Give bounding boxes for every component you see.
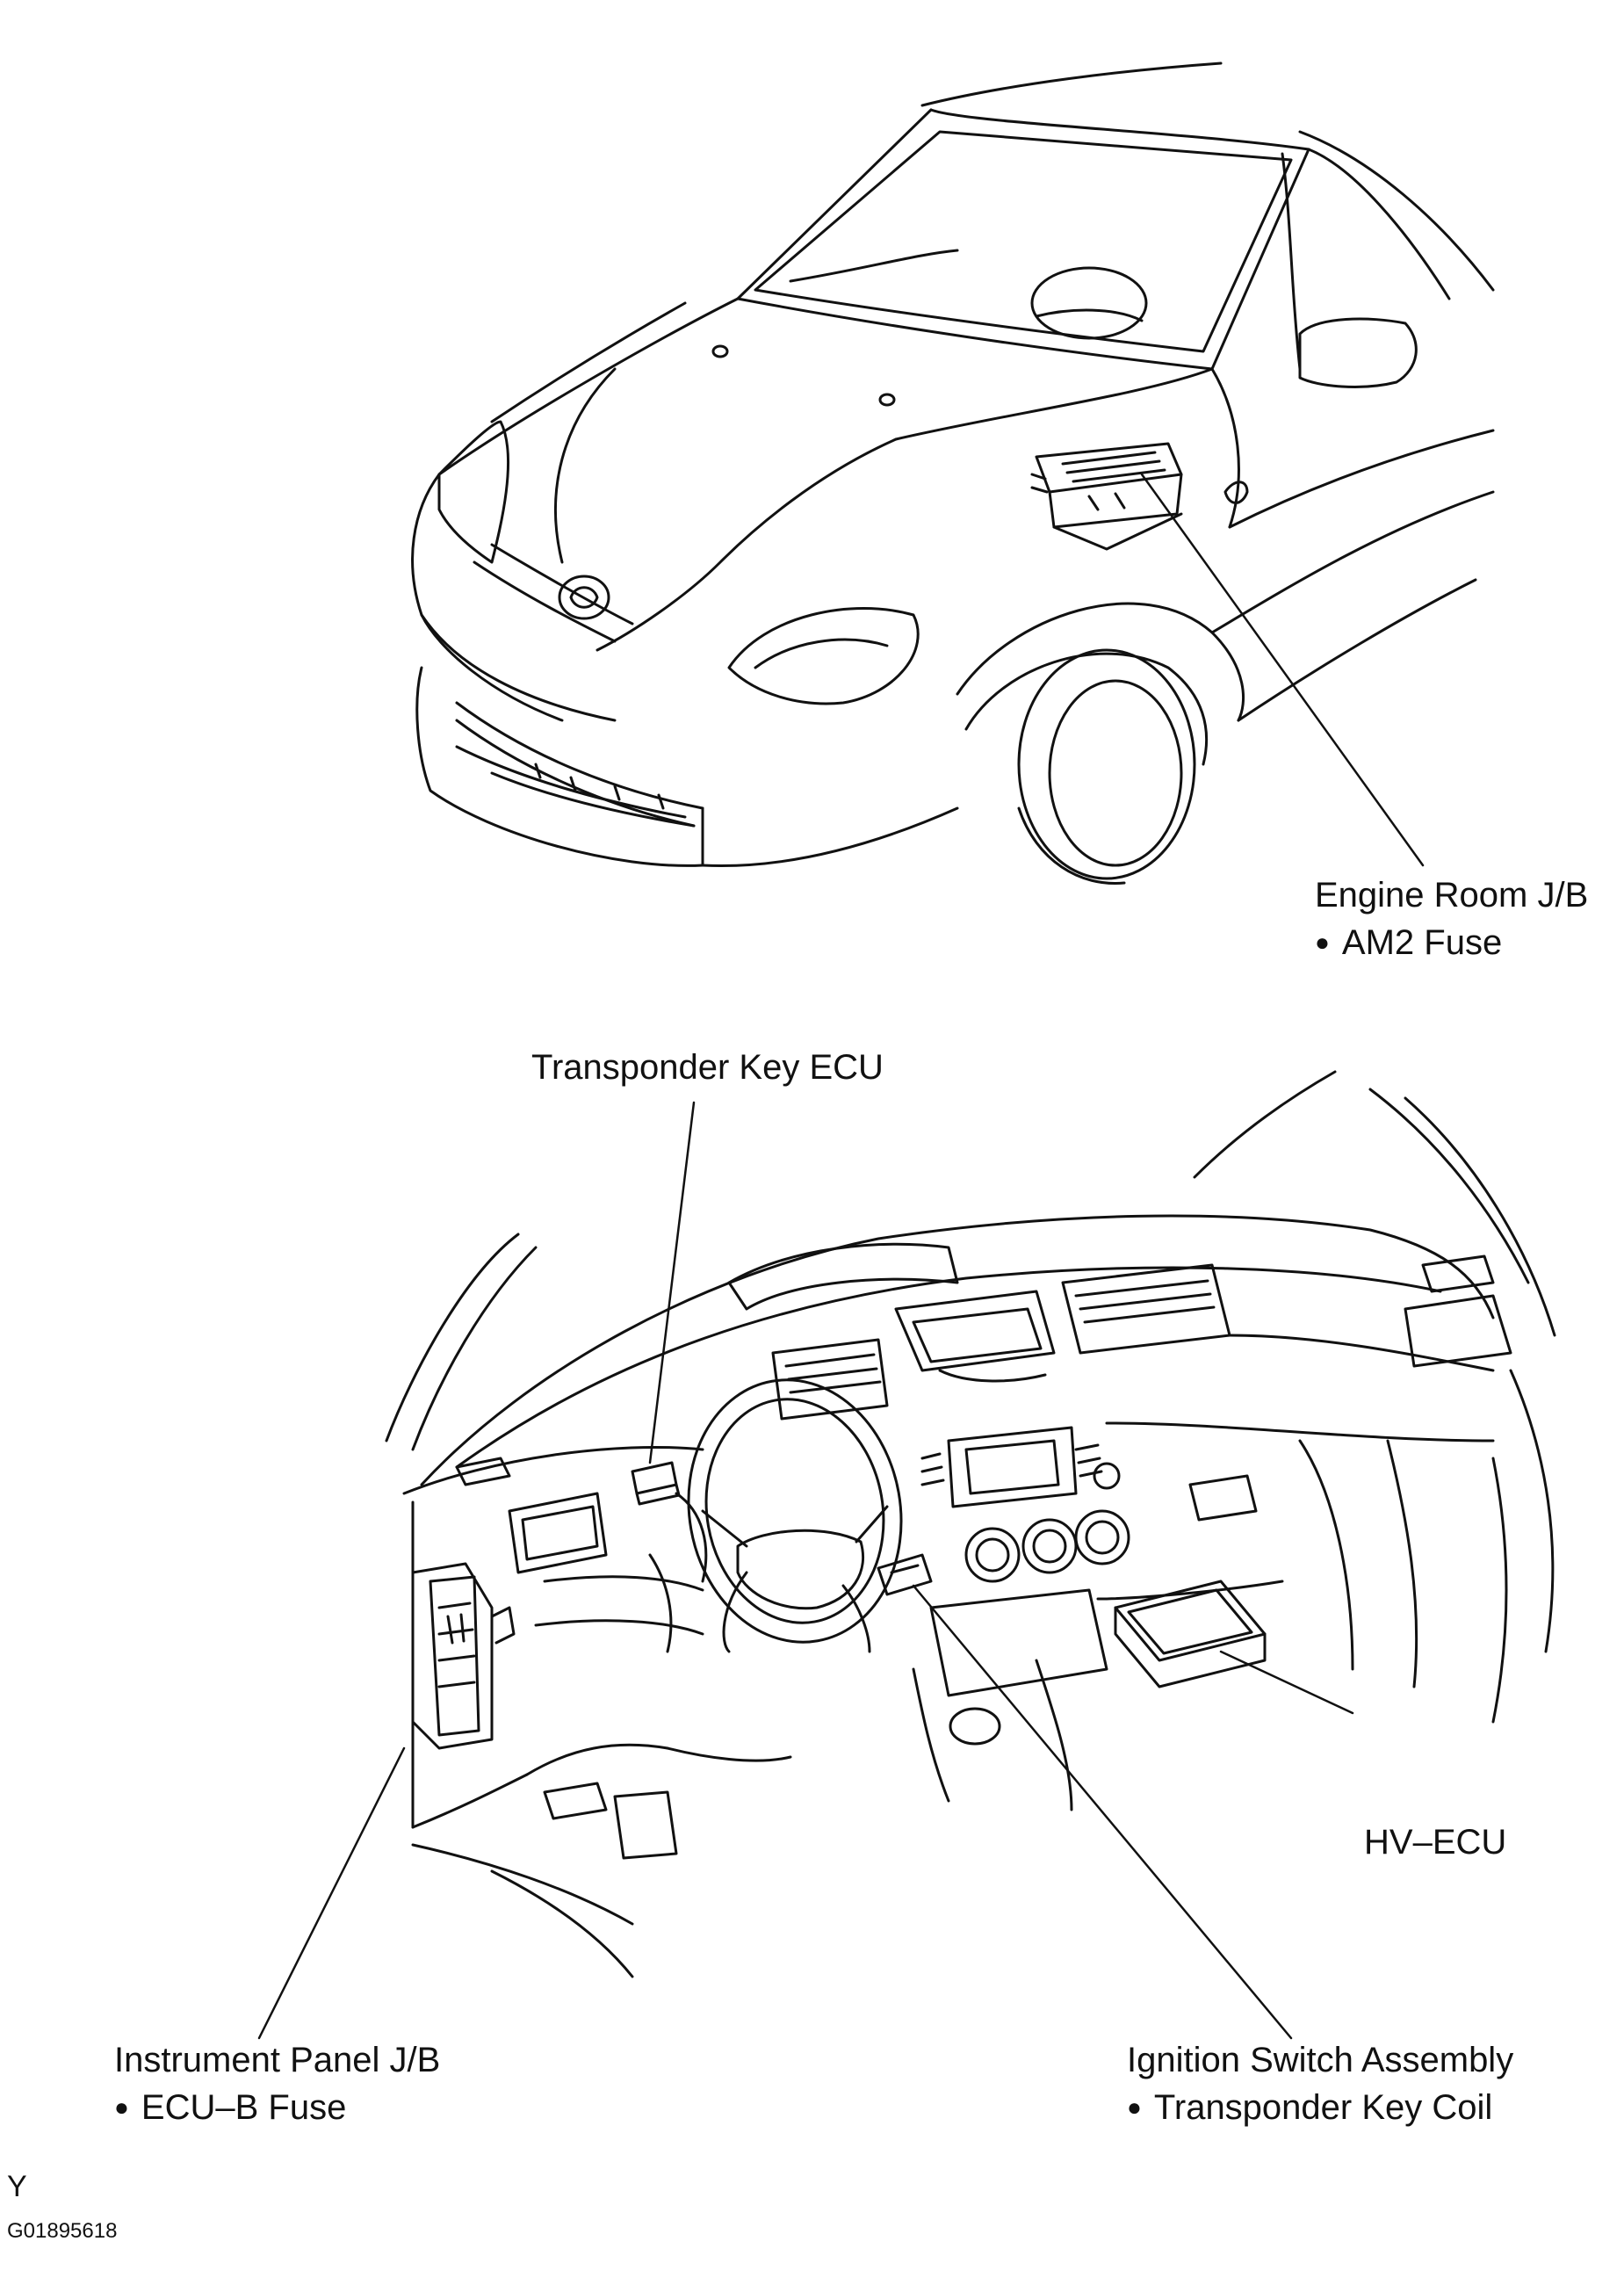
dashboard-interior-illustration [385, 1070, 1556, 1978]
engine-room-jb-leader [1140, 473, 1425, 867]
hv-ecu-box [1114, 1580, 1267, 1688]
transponder-key-ecu-leader [648, 1101, 696, 1464]
am2-fuse-label: AM2 Fuse [1315, 919, 1588, 966]
instrument-panel-jb-leader [257, 1746, 406, 2040]
transponder-key-ecu-box [631, 1461, 681, 1506]
transponder-key-ecu-title: Transponder Key ECU [531, 1048, 884, 1087]
footer-letter: Y [7, 2170, 27, 2203]
leader-lines [257, 473, 1425, 2040]
car-exterior-illustration [411, 61, 1495, 886]
engine-room-jb-title: Engine Room J/B [1315, 876, 1589, 915]
ignition-switch-leader [912, 1584, 1293, 2040]
ignition-switch-callout: Ignition Switch Assembly Transponder Key… [1127, 2036, 1513, 2131]
engine-room-jb-callout: Engine Room J/B AM2 Fuse [1315, 871, 1588, 966]
instrument-panel-jb-title: Instrument Panel J/B [114, 2041, 441, 2079]
steering-wheel [687, 1378, 903, 1653]
bullet-icon [1127, 2088, 1154, 2127]
ignition-switch [877, 1553, 933, 1596]
hv-ecu-leader [1219, 1650, 1354, 1715]
transponder-key-coil-label: Transponder Key Coil [1127, 2084, 1513, 2131]
instrument-panel-jb-box [411, 1562, 516, 1750]
bullet-icon [1315, 923, 1342, 962]
engine-room-jb-box [1030, 442, 1183, 551]
transponder-key-ecu-callout: Transponder Key ECU [531, 1044, 884, 1091]
hv-ecu-title: HV–ECU [1364, 1823, 1507, 1862]
hv-ecu-callout: HV–ECU [1364, 1818, 1506, 1866]
figure-code: G01895618 [7, 2219, 118, 2243]
ecu-b-fuse-label: ECU–B Fuse [114, 2084, 440, 2131]
instrument-panel-jb-callout: Instrument Panel J/B ECU–B Fuse [114, 2036, 440, 2131]
ignition-switch-title: Ignition Switch Assembly [1127, 2041, 1514, 2079]
bullet-icon [114, 2088, 141, 2127]
